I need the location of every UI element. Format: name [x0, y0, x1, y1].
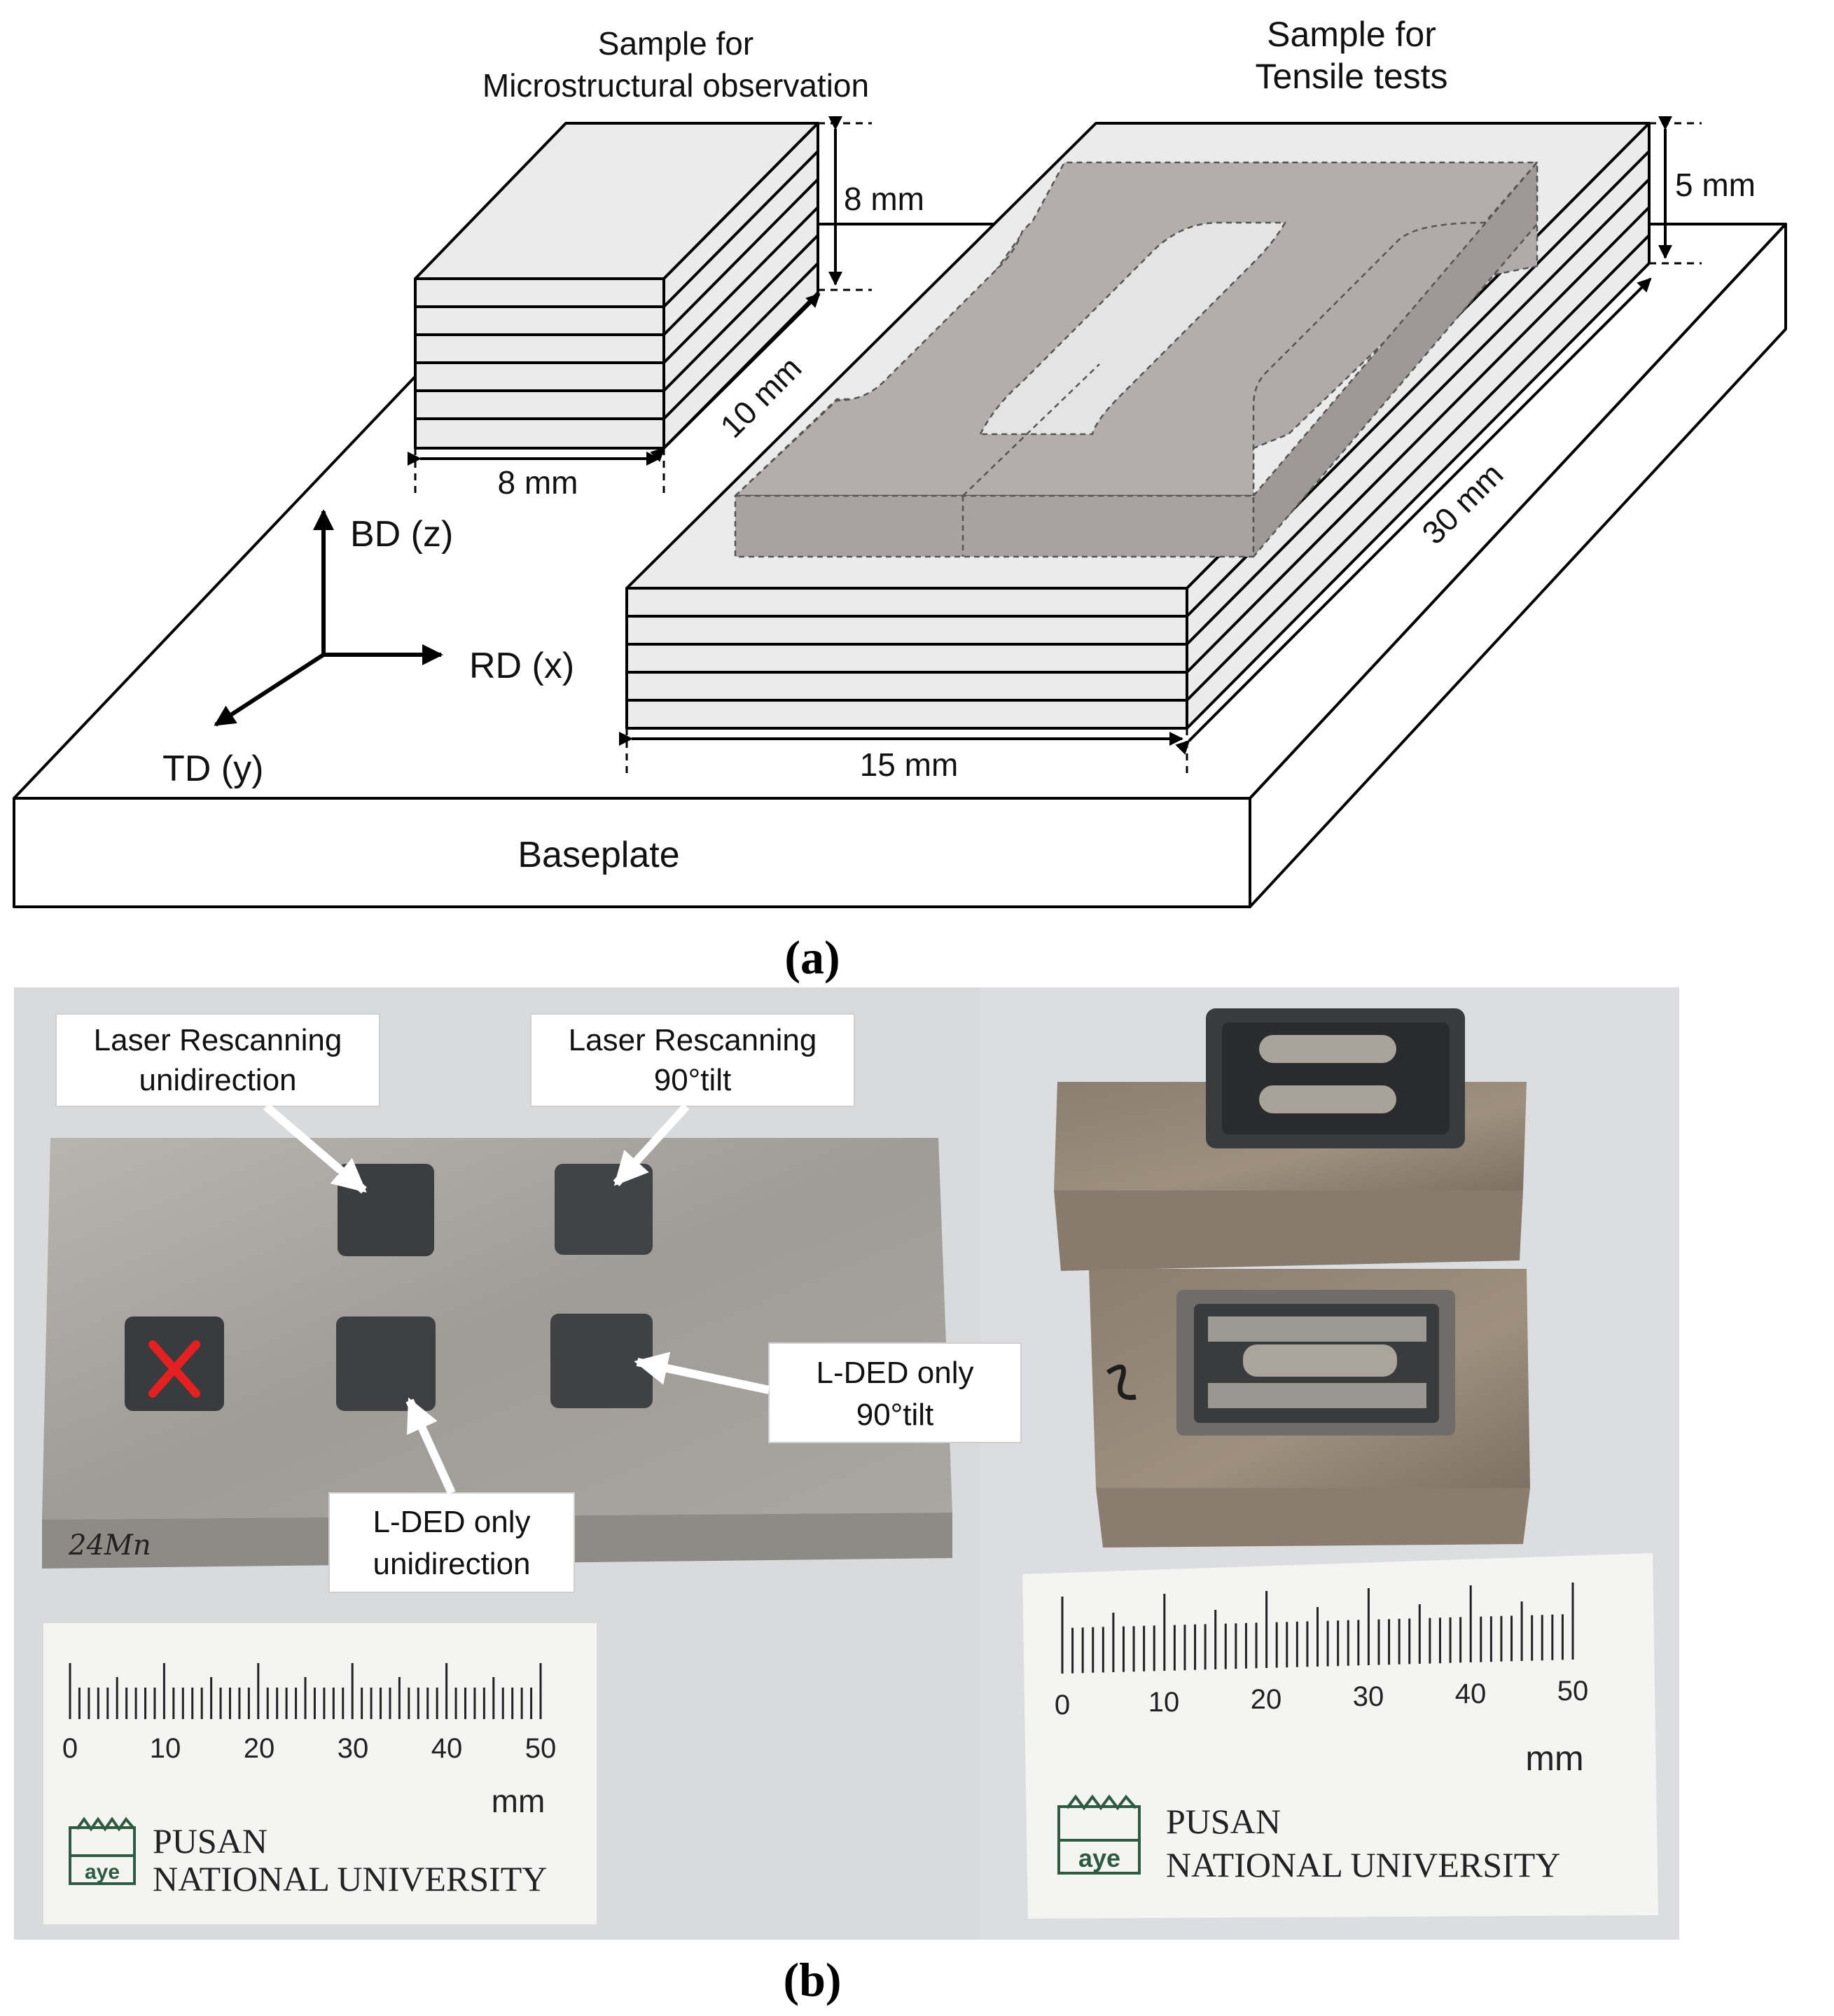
axis-td-arrow — [214, 653, 325, 727]
callout-4-line1: L-DED only — [373, 1505, 531, 1539]
ruler-right-tick-50: 50 — [1557, 1676, 1589, 1706]
callout-2-line1: Laser Rescanning — [569, 1023, 817, 1057]
callout-laser-rescan-unidirection: Laser Rescanning unidirection — [55, 1013, 380, 1194]
tensile-block-top-photo — [1054, 1008, 1527, 1271]
pusan-logo-left-glyph: aye — [85, 1861, 120, 1884]
tensile-front-face — [625, 587, 1188, 730]
panel-b-photo: 24Mn Laser Rescanning unidirection Laser… — [14, 987, 1679, 2006]
pusan-logo-left — [69, 1816, 136, 1885]
dim-tensile-width-label: 15 mm — [860, 746, 959, 783]
dim-micro-height — [818, 116, 872, 291]
micro-title-line1: Sample for — [598, 25, 753, 62]
ruler-left-tick-30: 30 — [338, 1733, 369, 1764]
tensile-title-line2: Tensile tests — [1255, 57, 1447, 96]
pusan-logo-right — [1057, 1794, 1141, 1875]
ruler-right-ticks — [1061, 1583, 1574, 1674]
callout-3-line2: 90°tilt — [856, 1398, 934, 1432]
ruler-left-tick-20: 20 — [244, 1733, 275, 1764]
ruler-left-unit: mm — [492, 1783, 546, 1819]
ruler-right-org-line1: PUSAN — [1166, 1802, 1281, 1841]
ruler-left-org-line1: PUSAN — [153, 1821, 268, 1861]
callout-laser-rescan-90tilt: Laser Rescanning 90°tilt — [530, 1013, 855, 1187]
dim-tensile-height-label: 5 mm — [1675, 167, 1756, 203]
tensile-title-line1: Sample for — [1267, 15, 1436, 54]
ruler-card-left: 0 10 20 30 40 50 mm aye PUSAN NATIONAL U… — [43, 1623, 597, 1924]
ruler-right-org-line2: NATIONAL UNIVERSITY — [1166, 1845, 1560, 1884]
tensile-block-bottom-photo — [1089, 1269, 1530, 1548]
cube-lded-90tilt — [550, 1314, 653, 1408]
ruler-left-tick-50: 50 — [525, 1733, 557, 1764]
callout-lded-unidirection: L-DED only unidirection — [328, 1397, 575, 1593]
baseplate-label: Baseplate — [517, 835, 679, 875]
ruler-left-org-line2: NATIONAL UNIVERSITY — [153, 1859, 547, 1898]
callout-1-line1: Laser Rescanning — [94, 1023, 342, 1057]
ruler-right-tick-30: 30 — [1353, 1681, 1384, 1712]
ruler-right-tick-0: 0 — [1055, 1690, 1070, 1720]
axis-rd-label: RD (x) — [469, 646, 574, 686]
ruler-right-numbers: 0 10 20 30 40 50 — [1055, 1676, 1588, 1720]
ruler-left-tick-0: 0 — [62, 1733, 78, 1764]
ruler-right-tick-10: 10 — [1148, 1687, 1180, 1718]
dim-micro-depth — [650, 293, 821, 462]
panel-a-label: (a) — [784, 931, 840, 984]
panel-a-diagram: Baseplate — [13, 15, 1787, 984]
axis-bd-label: BD (z) — [350, 514, 453, 555]
red-x-mark — [148, 1340, 200, 1398]
axis-td-label: TD (y) — [162, 749, 263, 789]
dim-micro-height-label: 8 mm — [844, 181, 924, 217]
ruler-right-tick-40: 40 — [1455, 1678, 1487, 1709]
dim-tensile-depth — [1175, 277, 1652, 755]
callout-lded-90tilt: L-DED only 90°tilt — [634, 1342, 1022, 1443]
specimen-split-lines — [961, 161, 1288, 557]
dim-micro-width — [408, 448, 665, 494]
ruler-left-tick-10: 10 — [150, 1733, 181, 1764]
cube-lded-unidirection — [336, 1316, 436, 1411]
ruler-card-right: 0 10 20 30 40 50 mm aye PUSAN NATIONAL U… — [1022, 1553, 1658, 1919]
ruler-right-unit: mm — [1525, 1739, 1583, 1778]
ruler-right-tick-20: 20 — [1251, 1684, 1282, 1715]
callout-2-line2: 90°tilt — [654, 1063, 732, 1097]
dim-tensile-height — [1649, 116, 1702, 265]
ruler-left-ticks — [69, 1663, 542, 1719]
callout-4-line2: unidirection — [373, 1547, 530, 1581]
dim-micro-width-label: 8 mm — [498, 464, 578, 501]
panel-b-label: (b) — [783, 1953, 841, 2006]
dim-tensile-width — [619, 728, 1188, 777]
specimen-cutout — [978, 221, 1287, 436]
specimen-front-face — [734, 494, 1255, 558]
ruler-left-tick-40: 40 — [431, 1733, 463, 1764]
cube-laser-rescan-90tilt — [555, 1164, 653, 1255]
left-baseplate-top — [42, 1138, 952, 1520]
coordinate-axes — [214, 509, 443, 727]
micro-title-line2: Microstructural observation — [482, 67, 869, 104]
ruler-left-numbers: 0 10 20 30 40 50 — [62, 1733, 556, 1764]
callout-3-line1: L-DED only — [817, 1356, 974, 1390]
callout-1-line2: unidirection — [139, 1063, 296, 1097]
pusan-logo-right-glyph: aye — [1078, 1844, 1120, 1872]
handwriting-label: 24Mn — [68, 1529, 151, 1562]
